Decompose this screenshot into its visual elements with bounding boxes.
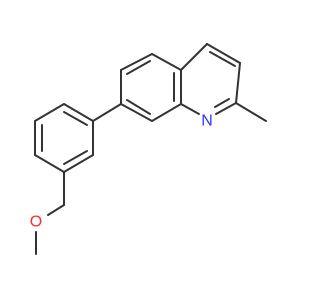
bond-c2-methyl [235,102,267,122]
nitrogen-atom-label: N [201,113,213,130]
bond-p1-p2-inner [63,111,88,126]
bond-c3-c2 [235,62,241,104]
bond-c5-c6 [120,53,153,71]
bond-p2-p3 [34,103,65,122]
bond-c4a-c5 [151,53,182,71]
bond-c4-c3 [206,43,241,64]
bond-p5-p6-inner [63,150,88,165]
bond-c4a-c4 [180,43,208,71]
bond-c7-aryl [92,103,122,122]
bond-c5-c6-inner [126,60,151,75]
bond-c7-c8 [120,103,153,122]
methoxymethyl-group [35,171,65,255]
bond-c2-n1 [215,102,237,115]
bond-p5-p6 [63,154,94,173]
benzo-ring [92,53,182,122]
pyridine-ring [180,43,267,122]
bond-ch2-o [47,204,65,216]
bond-c4-c3-inner [209,51,236,67]
oxygen-atom-label: O [30,214,42,231]
structure-canvas: N O [27,43,267,255]
molecule-drawing: N O [27,43,267,255]
phenyl-ring [34,103,94,173]
bond-p1-p2 [63,103,94,122]
bond-c2-n1-inner [214,98,230,108]
atom-o-label: O [27,213,45,231]
bond-p4-p5 [34,154,65,173]
atom-n-label: N [198,112,216,130]
bond-c7-c8-inner [126,99,151,115]
bond-c8-c8a [151,103,182,122]
bond-n1-c8a [180,103,200,115]
